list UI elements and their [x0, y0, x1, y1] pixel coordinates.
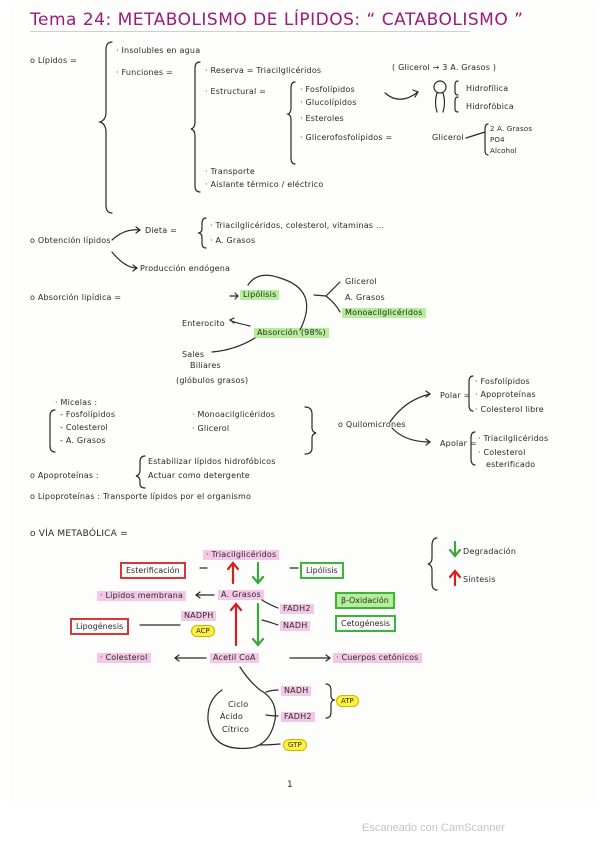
micelas-agrasos: - A. Grasos — [60, 436, 106, 445]
via-acetil-coa: Acetil CoA — [210, 653, 259, 663]
via-triacil: · Triacilglicéridos — [203, 550, 280, 560]
notebook-page — [10, 4, 595, 804]
via-lipogenesis: Lipogénesis — [70, 618, 130, 635]
arrow-fosfolipidos — [384, 91, 419, 100]
absorcion-enterocito: Enterocito — [182, 319, 225, 328]
scanner-watermark: Escaneado con CamScanner — [362, 822, 506, 834]
lipidos-funciones: · Funciones = — [116, 68, 173, 77]
apolar-esterificado: esterificado — [486, 460, 536, 469]
lipidos-glicerol-part-2: PO4 — [490, 136, 505, 144]
absorcion-biliares: Biliares — [190, 361, 221, 370]
lipidos-aislante: · Aislante térmico / eléctrico — [205, 180, 324, 189]
via-lipolisis: Lipólisis — [300, 562, 344, 579]
quilomicrones-polar: Polar = — [440, 391, 471, 400]
krebs-ciclo: Ciclo — [228, 700, 249, 709]
legend-sintesis: Síntesis — [463, 575, 496, 584]
via-beta-oxidacion: β-Oxidación — [335, 592, 395, 609]
absorcion-label: o Absorción lipídica = — [30, 293, 122, 302]
absorcion-prod-glicerol: Glicerol — [345, 277, 377, 286]
apolar-triacil: · Triacilglicéridos — [478, 434, 549, 443]
absorcion-globulos: (glóbulos grasos) — [176, 376, 249, 385]
lipidos-label: o Lípidos = — [30, 56, 78, 65]
apoproteinas-1: Estabilizar lípidos hidrofóbicos — [148, 457, 276, 466]
via-lipidos-membrana: · Lípidos membrana — [97, 591, 187, 601]
apoproteinas-label: o Apoproteínas : — [30, 471, 99, 480]
lipidos-glicerofosfolipidos: · Glicerofosfolípidos = — [300, 133, 393, 142]
krebs-acido: Ácido — [220, 712, 243, 721]
via-acp: ACP — [191, 625, 215, 637]
lipidos-fosfolipidos: · Fosfolípidos — [300, 85, 355, 94]
polar-apoproteinas: · Apoproteínas — [475, 390, 536, 399]
micelas-label: · Micelas : — [55, 398, 98, 407]
micelas-glicerol: · Glicerol — [192, 424, 230, 433]
absorcion-lipolisis: Lipólisis — [240, 290, 280, 300]
lipidos-glicerol-part-1: 2 A. Grasos — [490, 125, 533, 133]
via-agrasos: A. Grasos — [218, 590, 264, 600]
krebs-nadh: NADH — [281, 686, 312, 696]
via-fadh2-top: FADH2 — [280, 604, 314, 614]
obtencion-produccion: Producción endógena — [140, 264, 231, 273]
lipidos-reserva: · Reserva = Triacilglicéridos — [205, 66, 322, 75]
obtencion-label: o Obtención lípidos — [30, 236, 111, 245]
via-label: o VÍA METABÓLICA = — [30, 529, 128, 539]
lipidos-insolubles: · Insolubles en agua — [116, 46, 201, 55]
via-nadph: NADPH — [181, 611, 217, 621]
lipidos-hidrofilica: Hidrofílica — [466, 84, 509, 93]
lipidos-glicerol-part-3: Alcohol — [490, 147, 517, 155]
absorcion-main: Absorción (98%) — [254, 328, 329, 338]
quilomicrones-label: o Quilomicrones — [338, 420, 406, 429]
obtencion-dieta-2: · A. Grasos — [210, 236, 256, 245]
via-colesterol: · Colesterol — [97, 653, 151, 663]
lipoproteinas-label: o Lipoproteínas : Transporte lípidos por… — [30, 492, 252, 501]
polar-fosfolipidos: · Fosfolípidos — [475, 377, 530, 386]
title-underline — [30, 31, 470, 32]
via-cetogenesis: Cetogénesis — [335, 615, 397, 632]
absorcion-prod-mono: Monoacilglicéridos — [342, 308, 426, 318]
lipidos-glucolipidos: · Glucolípidos — [300, 98, 357, 107]
via-nadh-top: NADH — [280, 621, 311, 631]
polar-colesterol: · Colesterol libre — [475, 405, 544, 414]
krebs-gtp: GTP — [283, 739, 307, 751]
lipidos-estructural: · Estructural = — [205, 87, 267, 96]
brace-estructural — [286, 81, 296, 165]
apolar-colesterol: · Colesterol — [478, 448, 526, 457]
phospholipid-head-icon — [433, 80, 447, 94]
micelas-colesterol: - Colesterol — [60, 423, 108, 432]
lipidos-transporte: · Transporte — [205, 167, 255, 176]
brace-lipidos — [98, 41, 113, 214]
via-cuerpos-cetonicos: · Cuerpos cetónicos — [333, 653, 422, 663]
lipidos-glicerol: Glicerol — [432, 133, 464, 142]
page-title: Tema 24: METABOLISMO DE LÍPIDOS: “ CATAB… — [30, 10, 524, 30]
quilomicrones-apolar: Apolar = — [440, 439, 477, 448]
obtencion-dieta: Dieta = — [145, 226, 177, 235]
page-number: 1 — [287, 780, 293, 790]
absorcion-sales: Sales — [182, 350, 205, 359]
krebs-fadh2: FADH2 — [281, 712, 315, 722]
arrow-fosfolipidos-head — [412, 89, 419, 98]
krebs-atp: ATP — [336, 695, 359, 707]
absorcion-prod-agrasos: A. Grasos — [345, 293, 385, 302]
obtencion-dieta-1: · Triacilglicéridos, colesterol, vitamin… — [210, 221, 385, 230]
brace-funciones — [190, 61, 201, 193]
micelas-mono: · Monoacilglicéridos — [192, 410, 276, 419]
via-esterificacion: Esterificación — [120, 562, 186, 579]
micelas-fosfolipidos: - Fosfolípidos — [60, 410, 116, 419]
apoproteinas-2: Actuar como detergente — [148, 471, 250, 480]
lipidos-esteroles: · Esteroles — [300, 114, 344, 123]
lipidos-hidrofobica: Hidrofóbica — [466, 102, 514, 111]
krebs-citrico: Cítrico — [222, 725, 250, 734]
lipidos-reserva-note: ( Glicerol → 3 A. Grasos ) — [392, 63, 497, 72]
legend-degradacion: Degradación — [463, 547, 517, 556]
